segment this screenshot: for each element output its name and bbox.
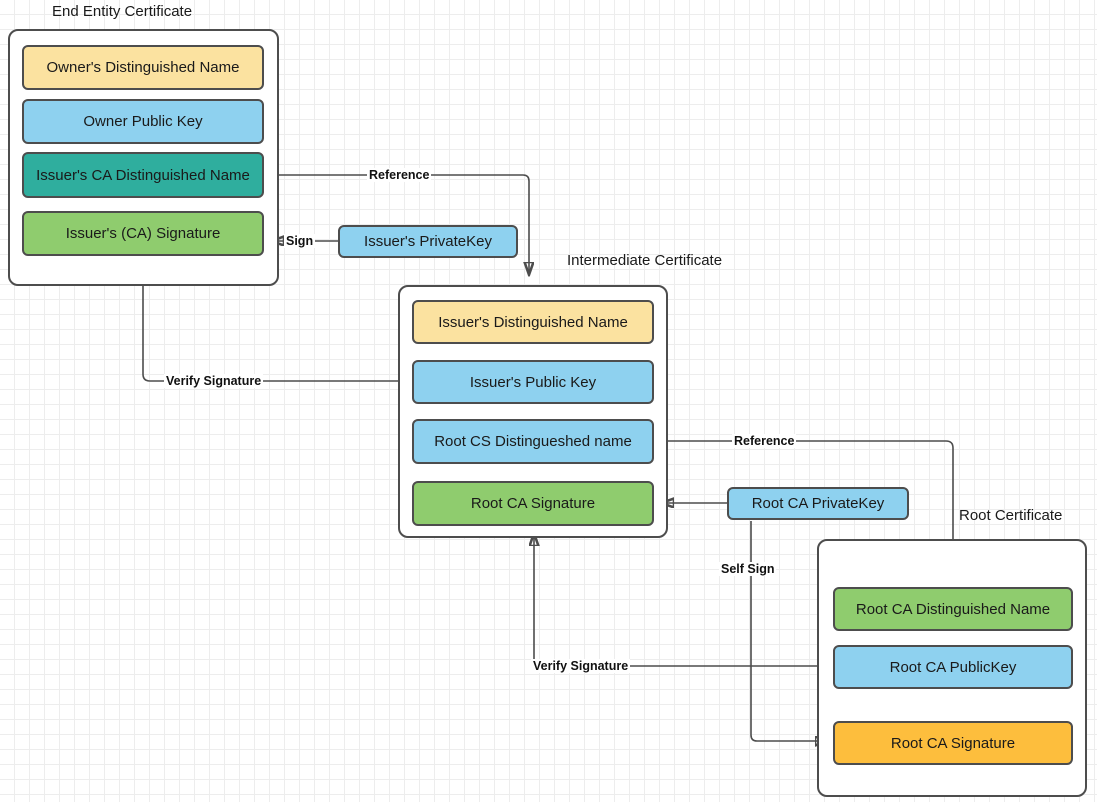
group-title-end-entity: End Entity Certificate: [52, 3, 193, 20]
root-field-root-ca-publickey[interactable]: Root CA PublicKey: [833, 645, 1073, 689]
edge-label-sign: Sign: [284, 234, 316, 248]
edge-label-reference-1: Reference: [367, 168, 432, 182]
group-title-root: Root Certificate: [959, 507, 1063, 524]
root-ca-privatekey-box[interactable]: Root CA PrivateKey: [727, 487, 909, 520]
end-entity-field-owner-public-key[interactable]: Owner Public Key: [22, 99, 264, 144]
edge-verify-intermediate-endentity: [143, 270, 412, 382]
intermediate-field-issuer-public-key[interactable]: Issuer's Public Key: [412, 360, 654, 404]
edge-verify-root-intermediate: [534, 534, 833, 667]
edge-selfsign-rootkey-rootsignature: [750, 521, 827, 741]
end-entity-field-owner-distinguished-name[interactable]: Owner's Distinguished Name: [22, 45, 264, 90]
group-title-intermediate: Intermediate Certificate: [567, 252, 723, 269]
root-field-root-ca-signature[interactable]: Root CA Signature: [833, 721, 1073, 765]
intermediate-field-root-cs-distinguished-name[interactable]: Root CS Distingueshed name: [412, 419, 654, 464]
issuers-privatekey-box[interactable]: Issuer's PrivateKey: [338, 225, 518, 258]
edge-label-verify-signature-2: Verify Signature: [531, 659, 631, 673]
end-entity-field-issuer-ca-distinguished-name[interactable]: Issuer's CA Distinguished Name: [22, 152, 264, 198]
edge-label-reference-2: Reference: [732, 434, 797, 448]
end-entity-field-issuer-ca-signature[interactable]: Issuer's (CA) Signature: [22, 211, 264, 256]
root-field-root-ca-distinguished-name[interactable]: Root CA Distinguished Name: [833, 587, 1073, 631]
edge-label-verify-signature-1: Verify Signature: [164, 374, 264, 388]
intermediate-field-issuer-distinguished-name[interactable]: Issuer's Distinguished Name: [412, 300, 654, 344]
edge-label-self-sign: Self Sign: [719, 562, 777, 576]
intermediate-field-root-ca-signature[interactable]: Root CA Signature: [412, 481, 654, 526]
